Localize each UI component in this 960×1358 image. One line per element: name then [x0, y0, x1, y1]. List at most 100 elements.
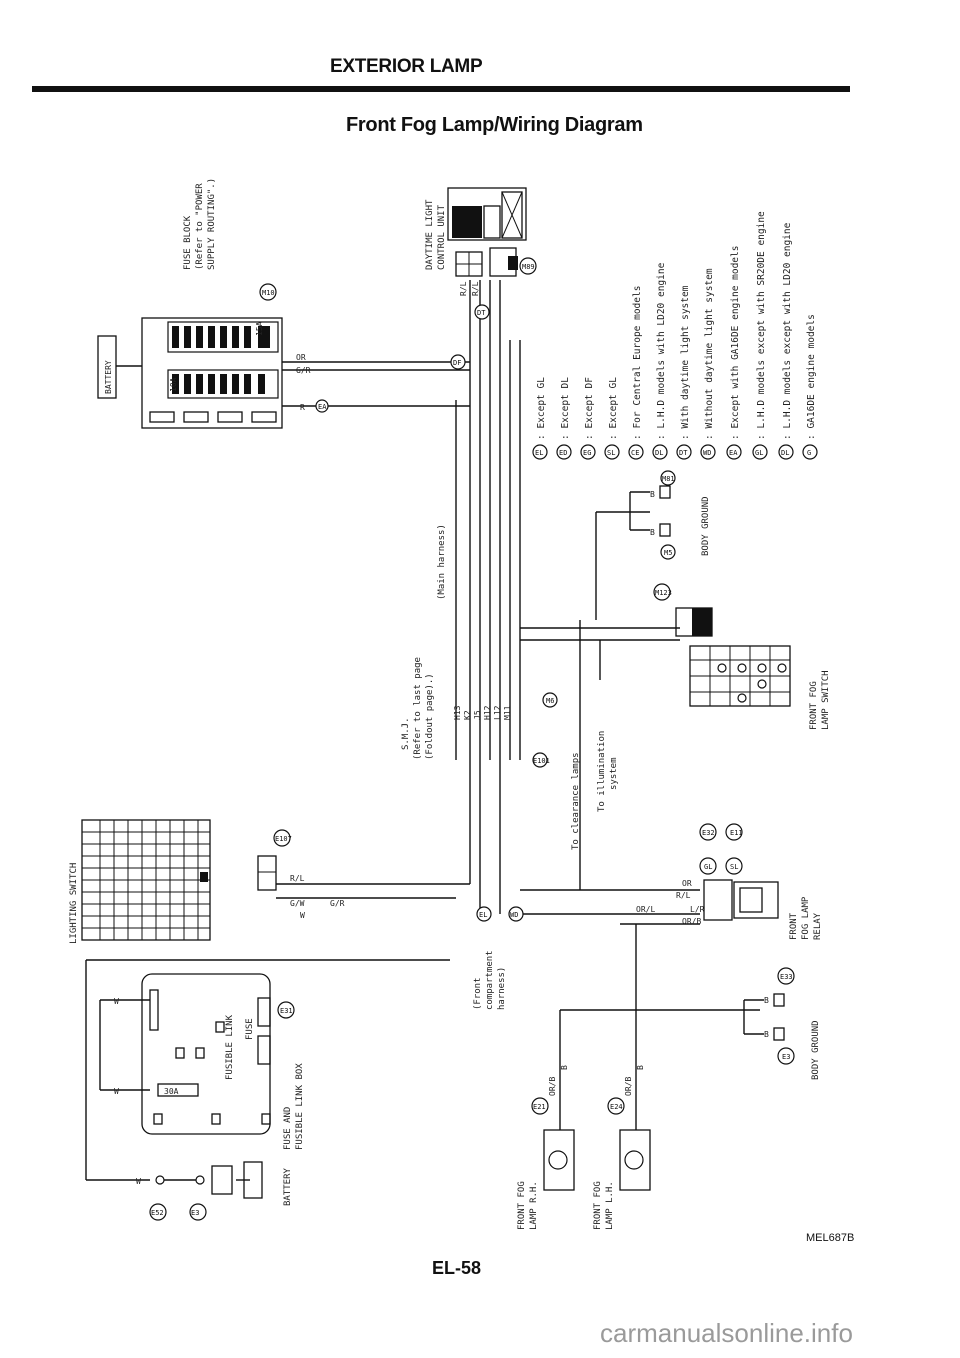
drl-unit-label-1: DAYTIME LIGHT — [425, 199, 435, 270]
wire-g-r: G/R — [296, 366, 311, 375]
connector-m5: M5 — [664, 549, 672, 557]
svg-text:WD: WD — [703, 449, 711, 457]
svg-text:L12: L12 — [493, 705, 502, 720]
fuse-block: 15A 10A FUSE BLOCK (Refer to "POWER SUPP… — [141, 178, 283, 429]
battery-top: BATTERY — [97, 335, 142, 399]
connector-e107: E107 — [275, 835, 292, 843]
svg-text:: Without daytime light system: : Without daytime light system — [704, 268, 715, 440]
daytime-light-unit: DAYTIME LIGHT CONTROL UNIT M89 — [425, 187, 537, 277]
connector-m123: M123 — [655, 589, 672, 597]
svg-text:H13: H13 — [453, 705, 462, 720]
wire-or: OR — [296, 353, 306, 362]
wire-or-b: OR/B — [682, 917, 701, 926]
svg-text:CE: CE — [631, 449, 639, 457]
connector-e101: E101 — [533, 757, 550, 765]
svg-text:R/L: R/L — [290, 874, 305, 883]
fog-switch-label-2: LAMP SWITCH — [821, 670, 831, 730]
wire-r-l: R/L — [459, 281, 468, 296]
svg-text:: Except DL: : Except DL — [560, 377, 571, 440]
front-comp-label-1: (Front — [473, 977, 483, 1010]
header-rule — [32, 86, 850, 92]
svg-text:EA: EA — [318, 403, 327, 411]
legend-item: DL : L.H.D models except with LD20 engin… — [778, 222, 794, 460]
fusible-30a-label: 30A — [164, 1087, 179, 1096]
fog-lh-label-1: FRONT FOG — [593, 1181, 603, 1230]
svg-text:GL: GL — [704, 863, 712, 871]
svg-text:G/R: G/R — [330, 899, 345, 908]
drl-unit-label-2: CONTROL UNIT — [437, 204, 447, 270]
svg-text:B: B — [650, 490, 655, 499]
svg-text:OR/B: OR/B — [624, 1077, 633, 1096]
svg-text:: Except with GA16DE engine mo: : Except with GA16DE engine models — [730, 246, 741, 440]
svg-text:ED: ED — [559, 449, 567, 457]
wire-or-l: OR/L — [636, 905, 655, 914]
main-wires: OR G/R R DT R/L R/L DF EA (Main harness) — [282, 280, 521, 640]
svg-text:SL: SL — [730, 863, 738, 871]
connector-m89: M89 — [522, 263, 535, 271]
connector-e31: E31 — [280, 1007, 293, 1015]
clearance-label: To clearance lamps — [571, 752, 581, 850]
svg-text:DT: DT — [477, 309, 486, 317]
fuse-10a-label: 10A — [169, 377, 178, 392]
svg-text:EG: EG — [583, 449, 591, 457]
legend-item: DL : L.H.D models with LD20 engine — [652, 262, 668, 460]
fuse-15a-label: 15A — [255, 321, 264, 336]
page-number: EL-58 — [432, 1258, 482, 1278]
legend-item: ED : Except DL — [556, 377, 572, 460]
front-comp-label-2: compartment — [485, 950, 495, 1010]
svg-text:W: W — [114, 1087, 119, 1096]
relay-label-1: FRONT — [789, 912, 799, 940]
svg-text:EL: EL — [479, 911, 487, 919]
fuse-box-label-1: FUSE AND — [283, 1107, 293, 1150]
connector-e2: E11 — [730, 829, 743, 837]
connector-e33: E33 — [780, 973, 793, 981]
svg-text:B: B — [636, 1065, 645, 1070]
body-ground-upper: B B M81 M5 BODY GROUND — [595, 470, 711, 620]
connector-m6: M6 — [546, 697, 554, 705]
connector-e21: E21 — [533, 1103, 546, 1111]
svg-text:: L.H.D models except with SR2: : L.H.D models except with SR20DE engine — [756, 211, 767, 440]
svg-text:K2: K2 — [463, 710, 472, 720]
battery-bottom: W E52 E3 BATTERY — [86, 1161, 293, 1221]
wire-w: W — [300, 911, 305, 920]
illumination-label-2: system — [609, 757, 619, 790]
fog-lamp-lh: OR/B B E24 FRONT FOG LAMP L.H. — [593, 1065, 651, 1230]
lighting-switch: LIGHTING SWITCH E107 R/L G/W G/R W — [69, 819, 470, 944]
svg-text:: Except DF: : Except DF — [584, 377, 595, 440]
legend-item: SL : Except GL — [604, 377, 620, 460]
svg-text:OR/B: OR/B — [548, 1077, 557, 1096]
svg-text:DL: DL — [781, 449, 789, 457]
svg-text:EL: EL — [535, 449, 543, 457]
svg-text:WD: WD — [510, 911, 518, 919]
svg-text:: L.H.D models except with LD2: : L.H.D models except with LD20 engine — [782, 222, 793, 440]
fuse-block-ref-2: SUPPLY ROUTING".) — [207, 178, 217, 270]
relay-label-2: FOG LAMP — [801, 896, 811, 940]
fuse-box-label-2: FUSIBLE LINK BOX — [295, 1063, 305, 1150]
illumination-label-1: To illumination — [597, 731, 607, 812]
fusible-link-label: FUSIBLE LINK — [225, 1014, 235, 1080]
diagram-title: Front Fog Lamp/Wiring Diagram — [346, 114, 643, 136]
legend-item: WD : Without daytime light system — [700, 268, 716, 460]
fuse-link-box: W W 30A FUSIBLE LINK FUSE E31 FUSE AND F… — [85, 959, 450, 1180]
connector-e3: E3 — [782, 1053, 790, 1061]
fog-rh-label-1: FRONT FOG — [517, 1181, 527, 1230]
fuse-label: FUSE — [245, 1018, 255, 1040]
svg-text:M11: M11 — [503, 705, 512, 720]
fog-lamp-relay: OR R/L OR/L L/R OR/B E32 GL E11 SL FRONT… — [469, 760, 823, 1010]
legend-item: CE : For Central Europe models — [628, 286, 644, 460]
svg-text:B: B — [560, 1065, 569, 1070]
fuse-block-ref-1: (Refer to "POWER — [195, 183, 205, 270]
legend-item: GL : L.H.D models except with SR20DE eng… — [752, 211, 768, 460]
fuse-block-label: FUSE BLOCK — [183, 215, 193, 270]
connector-e24: E52 — [151, 1209, 164, 1217]
svg-text:J5: J5 — [473, 710, 482, 720]
battery-bottom-label: BATTERY — [283, 1167, 293, 1206]
page-header: EXTERIOR LAMP Front Fog Lamp/Wiring Diag… — [0, 0, 960, 160]
smj-block: S.M.J. (Refer to last page (Foldout page… — [401, 620, 619, 890]
svg-text:SL: SL — [607, 449, 615, 457]
svg-text:W: W — [136, 1177, 141, 1186]
front-comp-label-3: harness) — [497, 967, 507, 1010]
svg-text:EA: EA — [729, 449, 738, 457]
body-ground-label-lower: BODY GROUND — [811, 1020, 821, 1080]
smj-label-3: (Foldout page).) — [425, 673, 435, 760]
